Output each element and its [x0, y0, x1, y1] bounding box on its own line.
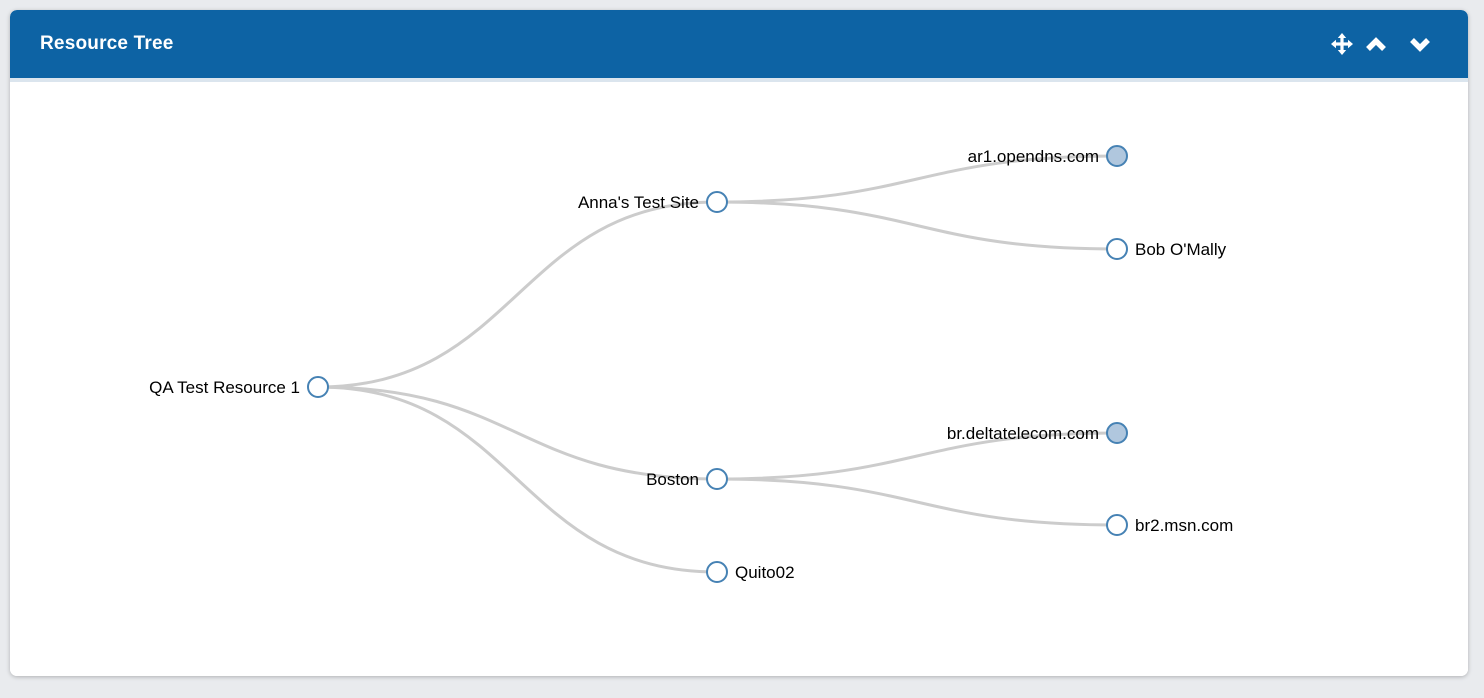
tree-link — [317, 200, 718, 389]
tree-node-root[interactable] — [307, 376, 329, 398]
tree-node-label-brdelta: br.deltatelecom.com — [947, 424, 1099, 443]
tree-link — [716, 477, 1118, 527]
panel-title: Resource Tree — [40, 33, 174, 54]
panel-header: Resource Tree — [10, 10, 1468, 78]
tree-node-quito[interactable] — [706, 561, 728, 583]
tree-node-label-root: QA Test Resource 1 — [149, 378, 300, 397]
move-icon — [1331, 33, 1353, 55]
resource-tree-panel: Resource Tree — [10, 10, 1468, 676]
tree-node-bob[interactable] — [1106, 238, 1128, 260]
move-panel-button[interactable] — [1330, 29, 1354, 59]
tree-node-label-anna: Anna's Test Site — [578, 193, 699, 212]
tree-node-label-quito: Quito02 — [735, 563, 795, 582]
tree-node-br2[interactable] — [1106, 514, 1128, 536]
tree-node-brdelta[interactable] — [1106, 422, 1128, 444]
expand-panel-button[interactable] — [1408, 29, 1432, 59]
panel-header-controls — [1330, 29, 1468, 59]
tree-node-anna[interactable] — [706, 191, 728, 213]
chevron-down-icon — [1410, 37, 1430, 52]
tree-link — [716, 200, 1118, 251]
tree-node-label-br2: br2.msn.com — [1135, 516, 1233, 535]
tree-link — [716, 431, 1118, 481]
tree-node-label-boston: Boston — [646, 470, 699, 489]
tree-link — [317, 385, 718, 481]
tree-link — [716, 154, 1118, 204]
tree-node-ar1[interactable] — [1106, 145, 1128, 167]
chevron-up-icon — [1366, 36, 1386, 51]
collapse-panel-button[interactable] — [1364, 29, 1388, 59]
tree-node-label-ar1: ar1.opendns.com — [968, 147, 1099, 166]
tree-node-boston[interactable] — [706, 468, 728, 490]
panel-body: QA Test Resource 1 Anna's Test Site ar1.op… — [10, 78, 1468, 676]
tree-node-label-bob: Bob O'Mally — [1135, 240, 1227, 259]
tree-link — [317, 385, 718, 574]
resource-tree-canvas: QA Test Resource 1 Anna's Test Site ar1.op… — [149, 145, 1233, 583]
